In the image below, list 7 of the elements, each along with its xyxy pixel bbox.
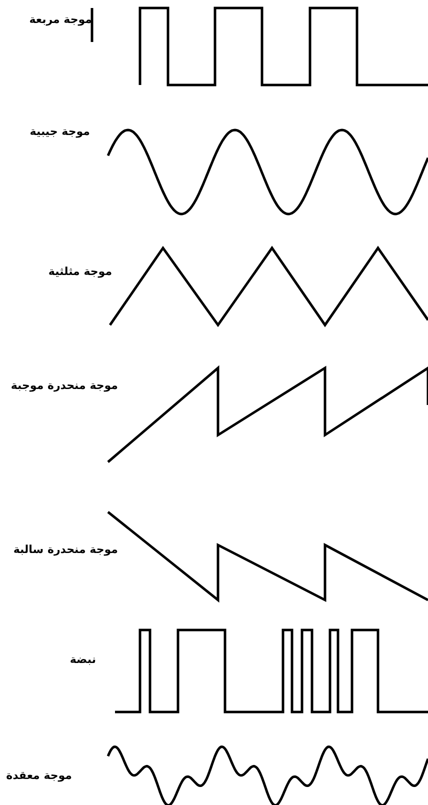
wave-label: موجة مثلثية [48, 264, 112, 280]
wave-label: نبضة [70, 652, 96, 668]
wave-label: موجة جيبية [30, 124, 90, 140]
wave-label: موجة معقدة [6, 768, 72, 784]
wave-label: موجة مربعة [29, 12, 92, 28]
wave-label: موجة منحدرة سالبة [13, 542, 118, 558]
wave-label: موجة منحدرة موجبة [10, 378, 118, 394]
